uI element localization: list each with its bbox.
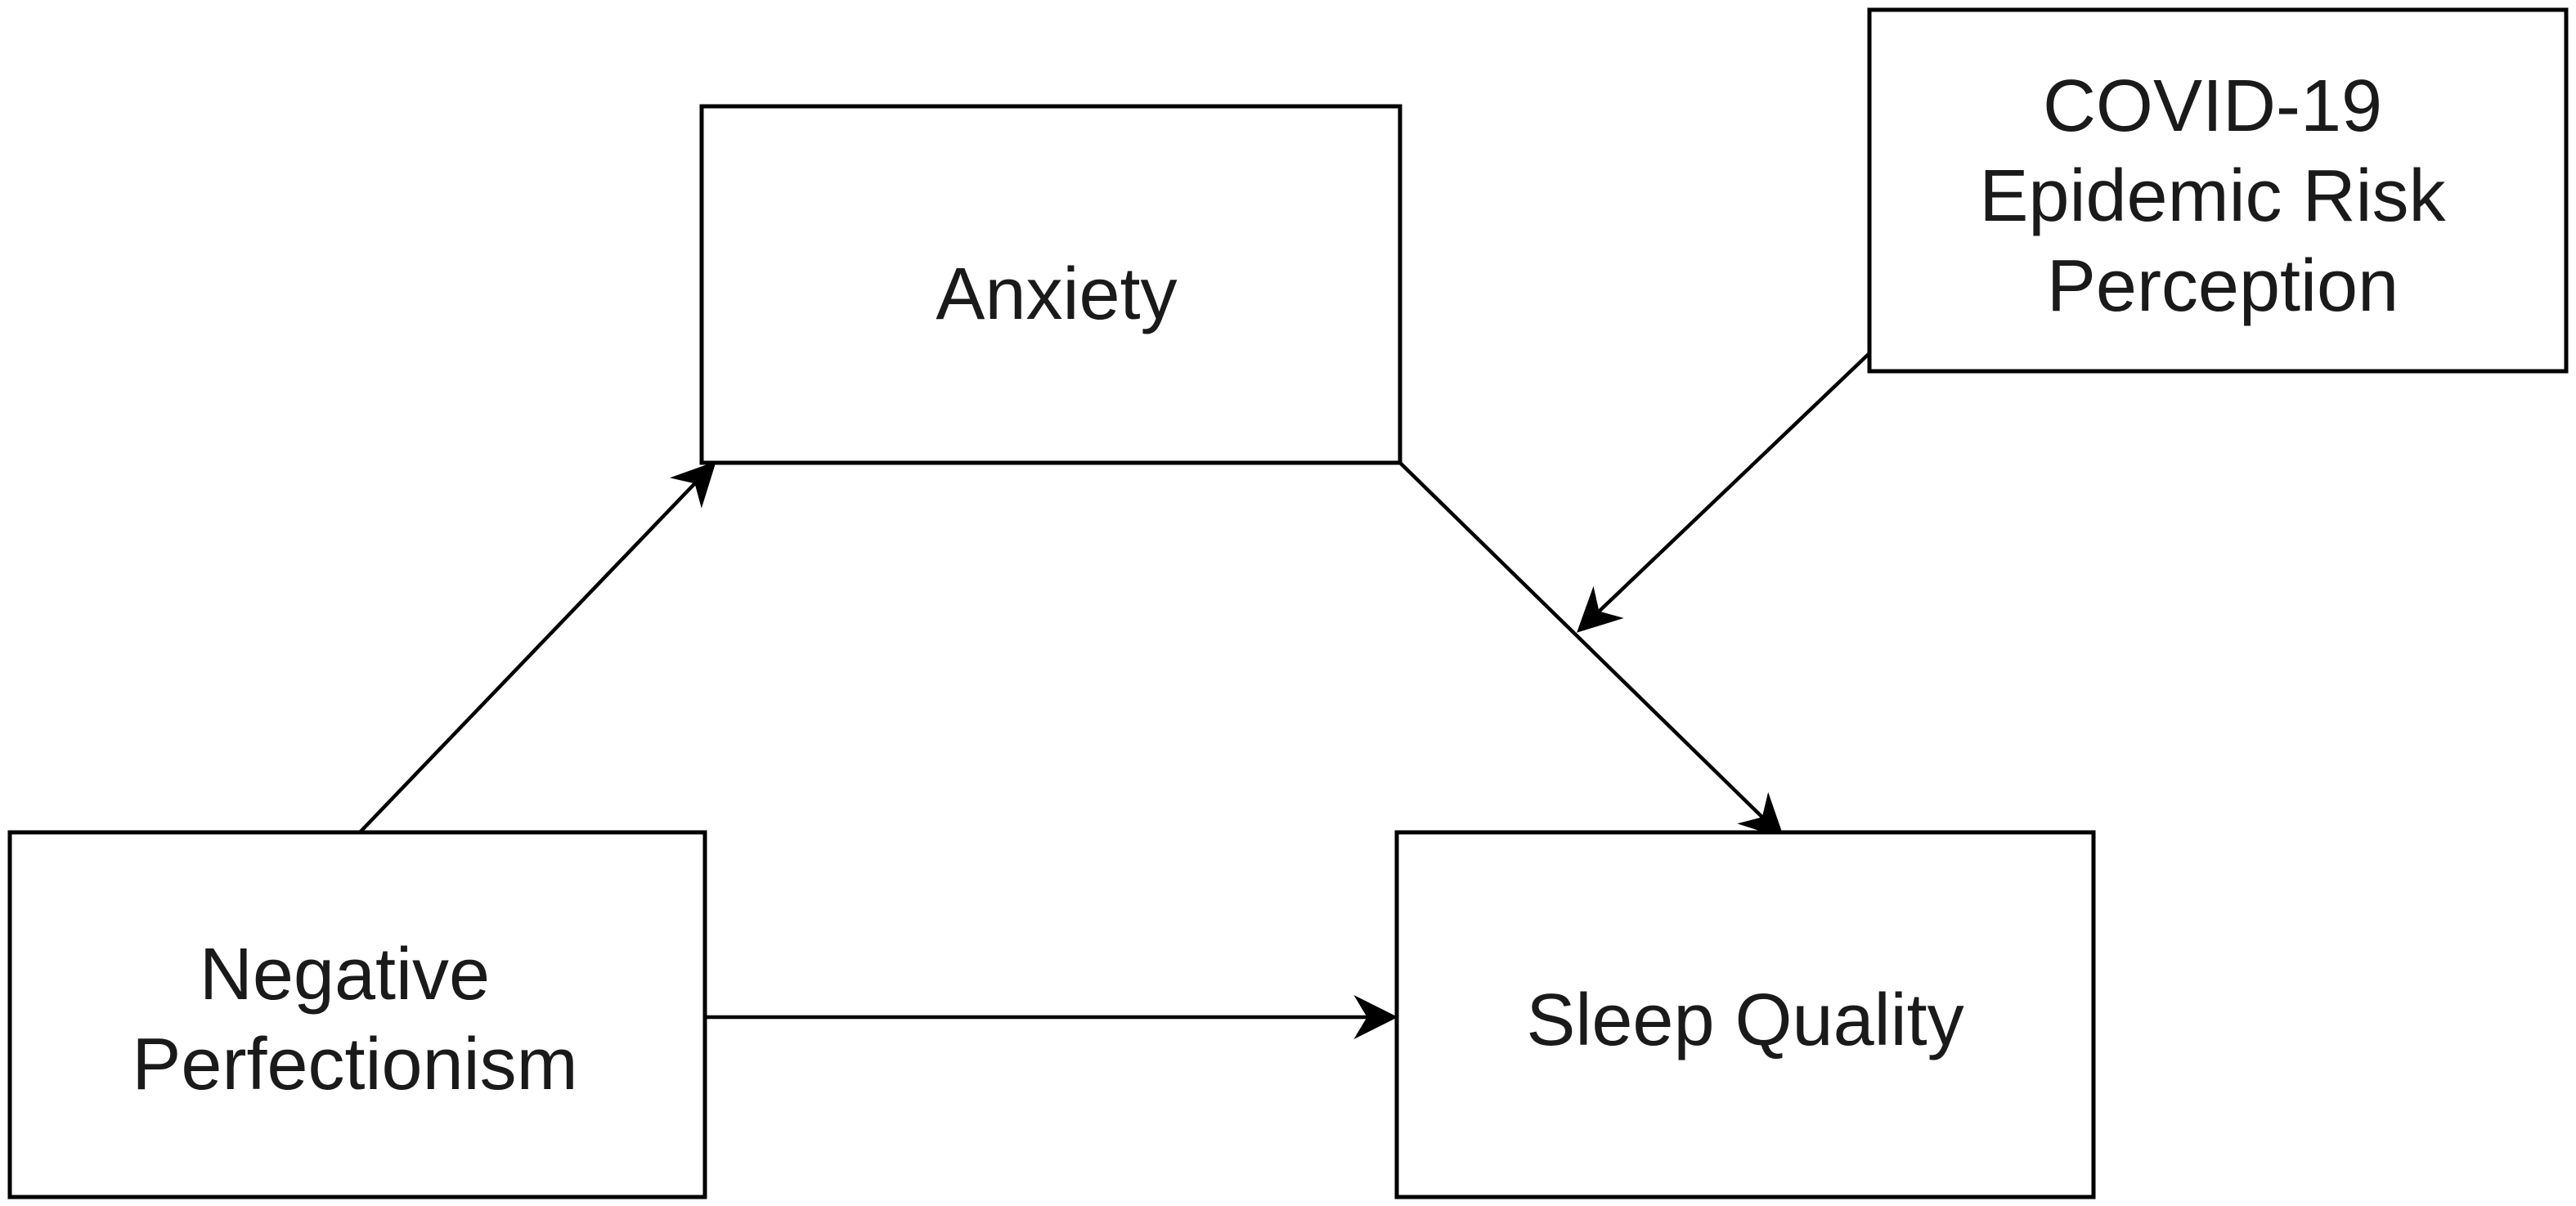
edge-covid-risk-moderation xyxy=(1577,352,1871,633)
node-covid-risk: COVID-19 Epidemic Risk Perception xyxy=(1867,7,2569,374)
node-anxiety-line-1: Anxiety xyxy=(936,253,1177,335)
node-sleep-quality-line-1: Sleep Quality xyxy=(1526,980,1963,1061)
node-anxiety: Anxiety xyxy=(699,104,1402,465)
node-covid-risk-line-2: Epidemic Risk xyxy=(1979,155,2446,237)
node-anxiety-label: Anxiety xyxy=(936,253,1177,335)
node-negative-perfectionism-line-2: Perfectionism xyxy=(132,1024,577,1105)
node-covid-risk-label: COVID-19 Epidemic Risk Perception xyxy=(1979,65,2466,327)
node-negative-perfectionism: Negative Perfectionism xyxy=(7,830,707,1199)
node-negative-perfectionism-line-1: Negative xyxy=(200,934,490,1015)
node-covid-risk-line-1: COVID-19 xyxy=(2043,65,2382,147)
node-sleep-quality-label: Sleep Quality xyxy=(1526,980,1963,1061)
node-covid-risk-line-3: Perception xyxy=(2047,245,2399,327)
node-negative-perfectionism-label: Negative Perfectionism xyxy=(132,934,577,1105)
edge-anxiety-to-sleep-quality xyxy=(1398,461,1784,839)
node-sleep-quality: Sleep Quality xyxy=(1394,830,2096,1199)
edge-perfectionism-to-anxiety xyxy=(358,461,716,834)
